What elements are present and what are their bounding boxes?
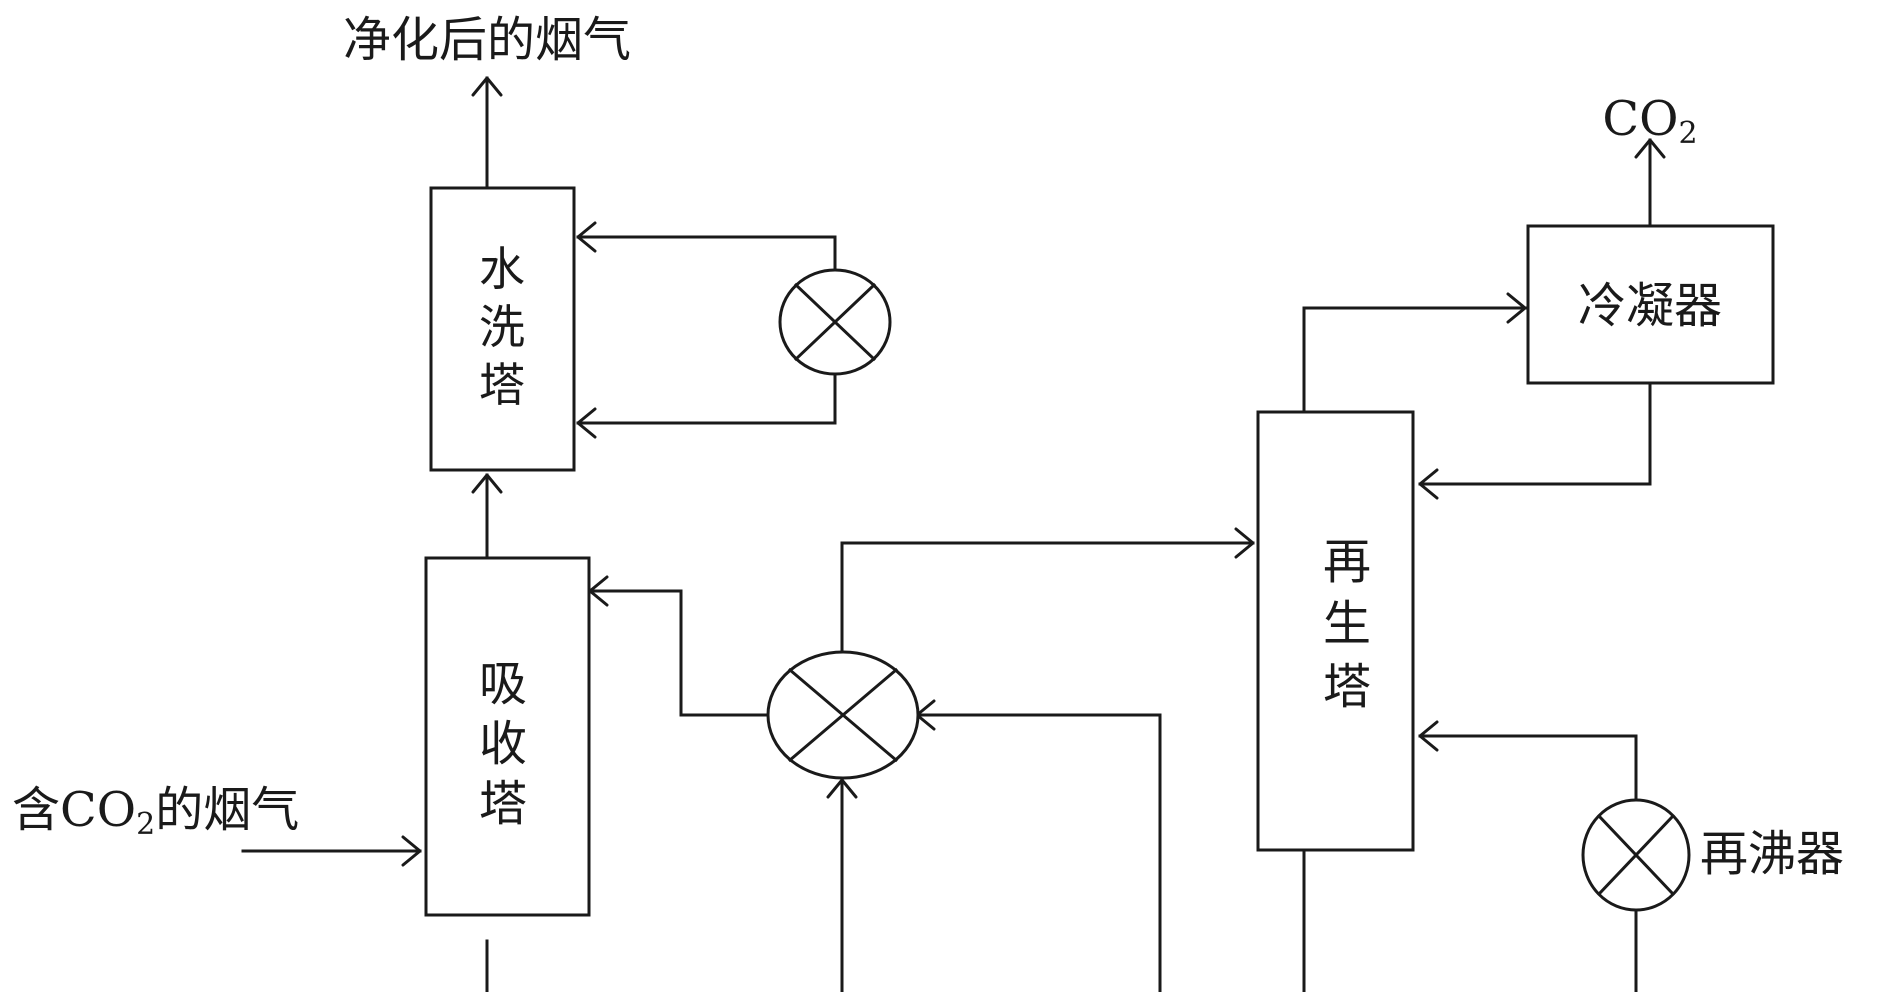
- wash-tower: 水 洗 塔: [429, 186, 576, 472]
- absorber-tower: 吸 收 塔: [424, 556, 591, 917]
- regenerator-label-1: 再: [1323, 534, 1371, 590]
- flue-gas-sub: 2: [136, 807, 155, 842]
- flue-gas-label: 含CO2的烟气: [12, 782, 299, 842]
- reboiler-loop-line: [1418, 720, 1638, 992]
- condenser-label: 冷凝器: [1578, 278, 1722, 334]
- absorber-to-wash-tower-line: [471, 473, 503, 560]
- rich-solvent-to-exchanger-line: [485, 778, 858, 992]
- co2-outlet-line: [1634, 138, 1666, 228]
- wash-water-loop-line: [576, 221, 837, 439]
- condenser: 冷凝器: [1526, 224, 1775, 385]
- absorber-label-1: 吸: [479, 656, 527, 712]
- absorber-label-3: 塔: [479, 776, 527, 832]
- absorber-label-2: 收: [479, 716, 527, 772]
- regenerator-label-2: 生: [1323, 596, 1371, 652]
- condenser-reflux-line: [1418, 381, 1652, 500]
- co2-product-label: CO2: [1602, 91, 1697, 151]
- wash-tower-label-3: 塔: [479, 358, 525, 412]
- regenerator-to-condenser-line: [1302, 292, 1527, 414]
- exchanger-to-regenerator-line: [840, 527, 1255, 654]
- reboiler-icon: [1581, 798, 1691, 912]
- flue-gas-co2: CO: [60, 782, 136, 838]
- purified-gas-outlet-line: [471, 76, 503, 190]
- wash-tower-label-2: 洗: [479, 300, 525, 354]
- regenerator-tower: 再 生 塔: [1256, 410, 1415, 852]
- lean-return-line: [915, 699, 1306, 992]
- heat-exchanger-icon: [766, 650, 920, 780]
- lean-solvent-to-absorber-line: [588, 575, 771, 717]
- wash-water-pump-icon: [778, 268, 892, 376]
- flue-gas-suffix: 的烟气: [155, 782, 299, 838]
- co2-product-sub: 2: [1678, 116, 1697, 151]
- regenerator-label-3: 塔: [1323, 659, 1371, 715]
- reboiler-label: 再沸器: [1700, 826, 1844, 882]
- wash-tower-label-1: 水: [479, 242, 525, 296]
- purified-gas-label: 净化后的烟气: [343, 12, 631, 68]
- flue-gas-feed-line: [241, 835, 422, 867]
- flue-gas-prefix: 含: [12, 782, 60, 838]
- co2-product-main: CO: [1602, 91, 1678, 147]
